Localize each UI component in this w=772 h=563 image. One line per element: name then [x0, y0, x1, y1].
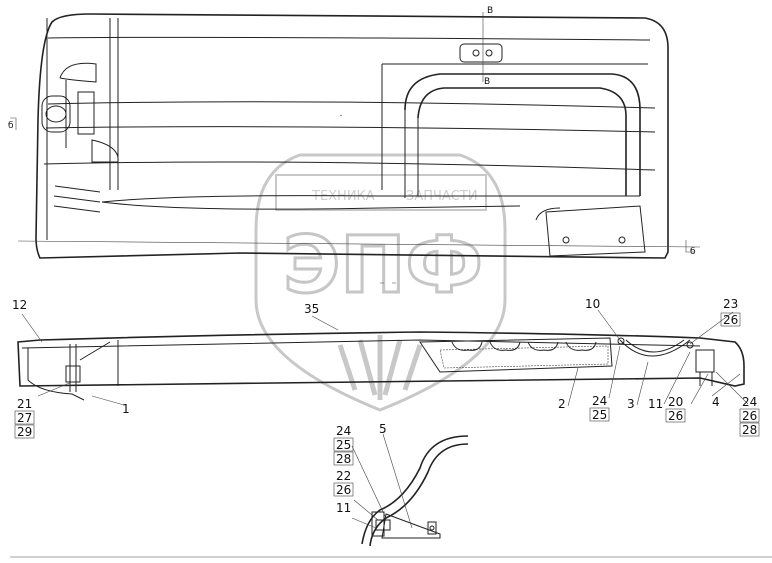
callout-1: 1	[122, 402, 130, 416]
callout-11b: 11	[336, 501, 351, 515]
watermark: ТЕХНИКА ЗАПЧАСТИ ЭПФ	[254, 153, 507, 412]
callout-12: 12	[12, 298, 27, 312]
callout-28b: 28	[336, 452, 351, 466]
roof-side-section	[17, 331, 745, 401]
watermark-text-left: ТЕХНИКА	[311, 189, 375, 204]
callout-20: 20	[668, 395, 683, 409]
callout-27: 27	[17, 411, 32, 425]
callout-23: 23	[723, 297, 738, 311]
callout-25a: 25	[592, 408, 607, 422]
callout-10: 10	[585, 297, 600, 311]
watermark-text-right: ЗАПЧАСТИ	[406, 189, 478, 204]
callout-24b: 24	[742, 395, 757, 409]
callout-26d: 26	[336, 483, 351, 497]
callout-21: 21	[17, 397, 32, 411]
section-mark-mid: В	[484, 77, 490, 87]
section-mark-left: б	[8, 121, 14, 131]
callout-26a: 26	[723, 313, 738, 327]
section-mark-top: В	[487, 6, 493, 16]
callout-28a: 28	[742, 423, 757, 437]
callout-11a: 11	[648, 397, 663, 411]
callout-24c: 24	[336, 424, 351, 438]
callout-5: 5	[379, 422, 387, 436]
callout-3: 3	[627, 397, 635, 411]
callout-22: 22	[336, 469, 351, 483]
callout-24a: 24	[592, 394, 607, 408]
callout-4: 4	[712, 395, 720, 409]
callout-2: 2	[558, 397, 566, 411]
roof-top-view	[17, 12, 701, 284]
callout-labels: 12 35 10 23 26 21 27 29 1 2 24 25 3 11 2…	[12, 297, 760, 515]
detail-view	[361, 435, 469, 547]
callout-26b: 26	[668, 409, 683, 423]
callout-35: 35	[304, 302, 319, 316]
watermark-logo: ЭПФ	[283, 221, 483, 311]
callout-26c: 26	[742, 409, 757, 423]
callout-29: 29	[17, 425, 32, 439]
callout-25b: 25	[336, 438, 351, 452]
